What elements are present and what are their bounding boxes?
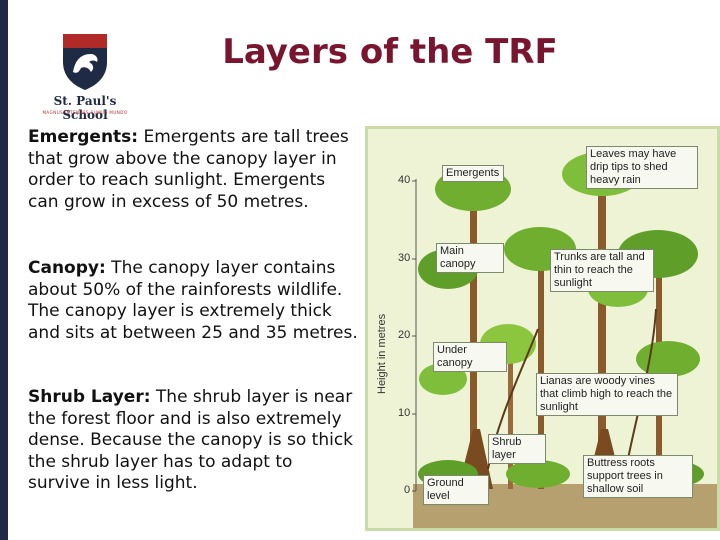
label-buttress-roots: Buttress roots support trees in shallow … — [583, 455, 693, 498]
section-label: Canopy: — [28, 258, 106, 278]
school-crest-icon — [63, 34, 107, 90]
y-tick-label: 20 — [398, 329, 411, 341]
y-axis-title: Height in metres — [376, 313, 388, 394]
label-drip-tips: Leaves may have drip tips to shed heavy … — [586, 146, 698, 189]
school-motto: MAGNUS INTENTUS SUMUS MUNDO — [42, 110, 128, 115]
label-trunks: Trunks are tall and thin to reach the su… — [550, 249, 654, 292]
section-text: The canopy layer contains about 50% of t… — [28, 258, 358, 343]
label-under-canopy: Under canopy — [433, 342, 507, 372]
section-label: Emergents: — [28, 127, 139, 147]
school-logo: St. Paul's School MAGNUS INTENTUS SUMUS … — [30, 30, 140, 122]
rainforest-layers-diagram: Height in metres 40 30 20 10 0 Emergents… — [365, 126, 720, 531]
label-lianas: Lianas are woody vines that climb high t… — [536, 373, 678, 416]
y-tick-label: 10 — [398, 407, 411, 419]
section-shrub-layer: Shrub Layer: The shrub layer is near the… — [28, 387, 358, 495]
section-text: Emergents are tall trees that grow above… — [28, 127, 349, 212]
y-tick-label: 40 — [398, 174, 411, 186]
section-text: The shrub layer is near the forest floor… — [28, 387, 354, 493]
section-emergents: Emergents: Emergents are tall trees that… — [28, 127, 358, 213]
label-ground-level: Ground level — [423, 475, 489, 505]
label-shrub-layer: Shrub layer — [488, 434, 546, 464]
section-canopy: Canopy: The canopy layer contains about … — [28, 258, 358, 344]
y-tick-label: 30 — [398, 252, 411, 264]
label-emergents: Emergents — [442, 165, 504, 182]
school-name: St. Paul's School — [53, 94, 117, 122]
section-label: Shrub Layer: — [28, 387, 151, 407]
left-accent-stripe — [0, 0, 8, 540]
page-title: Layers of the TRF — [222, 32, 558, 72]
y-tick-label: 0 — [404, 484, 411, 496]
label-main-canopy: Main canopy — [436, 243, 504, 273]
